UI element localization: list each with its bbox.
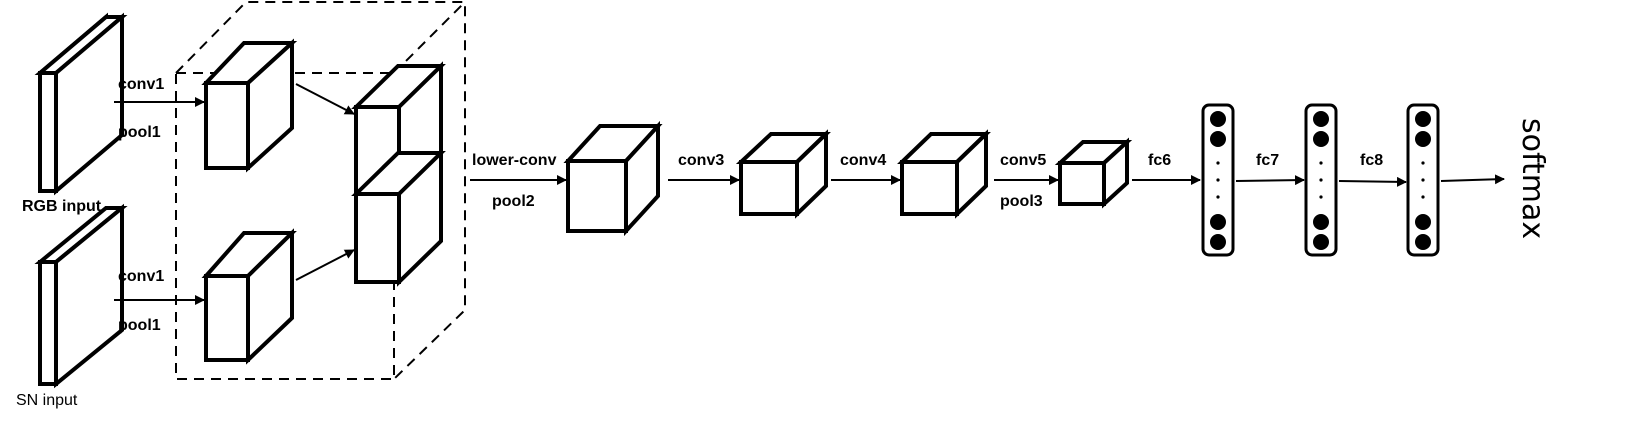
conv5-cube [1054, 137, 1133, 209]
lower-conv-cube [563, 120, 663, 237]
conv4-cube [897, 129, 991, 219]
stacked-block-bottom [351, 148, 446, 287]
fc8-label: fc8 [1360, 152, 1383, 169]
rgb-input-slab [34, 12, 128, 196]
fc8-layer [1406, 103, 1440, 257]
conv4-label: conv4 [840, 152, 886, 169]
arrow-fc7 [1235, 175, 1305, 186]
conv1-top-label: conv1 [118, 76, 164, 93]
rgb-input-label: RGB input [22, 198, 102, 215]
arrow-merge-bottom [295, 249, 355, 281]
softmax-label: softmax [1515, 118, 1550, 239]
arrow-fc8 [1338, 176, 1407, 187]
conv5-label: conv5 [1000, 152, 1046, 169]
fc7-layer [1304, 103, 1338, 257]
conv1-bottom-label: conv1 [118, 268, 164, 285]
pool3-label: pool3 [1000, 193, 1043, 210]
conv1-cube-bottom [201, 228, 297, 365]
conv1-cube-top [201, 38, 298, 173]
pool2-label: pool2 [492, 193, 535, 210]
arrow-merge-top [295, 83, 355, 115]
sn-input-slab [34, 203, 128, 389]
sn-input-label: SN input [16, 392, 78, 409]
pool1-top-label: pool1 [118, 124, 161, 141]
fc6-layer [1201, 103, 1235, 257]
conv3-cube [735, 129, 831, 219]
fc7-label: fc7 [1256, 152, 1279, 169]
fc6-label: fc6 [1148, 152, 1171, 169]
arrow-softmax [1440, 174, 1505, 185]
lower-conv-label: lower-conv [472, 152, 557, 169]
conv3-label: conv3 [678, 152, 724, 169]
pool1-bottom-label: pool1 [118, 317, 161, 334]
